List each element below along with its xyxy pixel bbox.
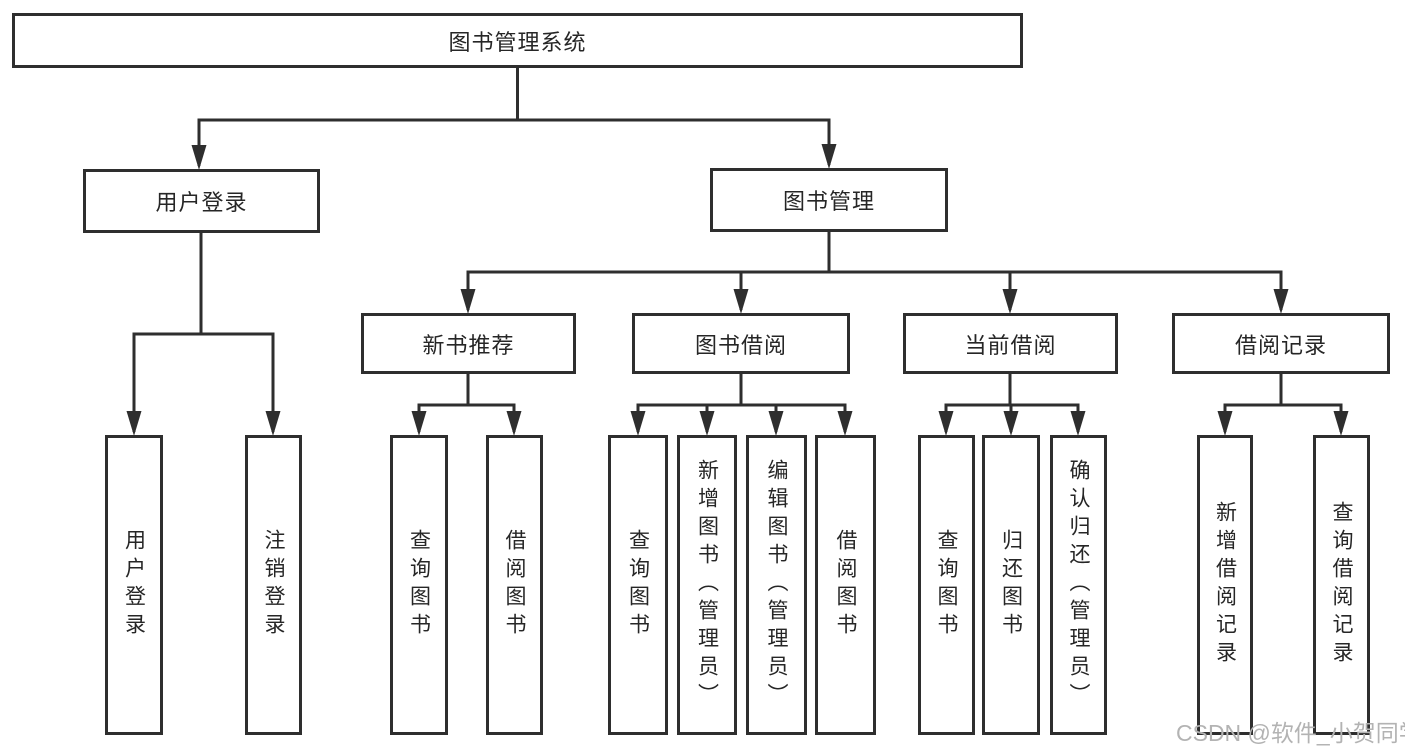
arrowhead — [938, 411, 954, 436]
arrowhead — [1333, 411, 1349, 436]
connector-root — [197, 66, 831, 166]
arrowhead — [1217, 411, 1233, 436]
arrowhead — [837, 411, 853, 436]
leaf-current-query-books: 查询图书 — [918, 435, 975, 735]
arrowhead — [768, 411, 784, 436]
arrowheads — [126, 144, 1349, 436]
connector-borrow-records-group — [1223, 372, 1343, 432]
arrowhead — [126, 411, 142, 436]
leaf-confirm-return-admin: 确认归还（管理员） — [1050, 435, 1107, 735]
leaf-edit-books-admin: 编辑图书（管理员） — [746, 435, 807, 735]
connector-book-borrow-group — [636, 372, 847, 432]
arrowhead — [460, 289, 476, 314]
arrowhead — [1002, 289, 1018, 314]
arrowhead — [733, 289, 749, 314]
leaf-logout: 注销登录 — [245, 435, 302, 735]
arrowhead — [699, 411, 715, 436]
arrowhead — [265, 411, 281, 436]
connector-book-management-level — [466, 230, 1283, 310]
arrowhead — [1273, 289, 1289, 314]
arrowhead — [1070, 411, 1086, 436]
connector-new-book-group — [417, 372, 516, 432]
leaf-recommend-query-books: 查询图书 — [390, 435, 448, 735]
node-borrow-records: 借阅记录 — [1172, 313, 1390, 374]
arrowhead — [506, 411, 522, 436]
node-current-borrow: 当前借阅 — [903, 313, 1118, 374]
csdn-watermark: CSDN @软件_小贺同学 — [1176, 720, 1405, 746]
leaf-query-borrow-record: 查询借阅记录 — [1313, 435, 1370, 735]
arrowhead — [411, 411, 427, 436]
arrowhead — [1003, 411, 1019, 436]
arrowhead — [630, 411, 646, 436]
node-book-borrow: 图书借阅 — [632, 313, 850, 374]
leaf-recommend-borrow-books: 借阅图书 — [486, 435, 543, 735]
leaf-user-login: 用户登录 — [105, 435, 163, 735]
leaf-return-books: 归还图书 — [982, 435, 1040, 735]
connector-user-login-group — [132, 231, 275, 432]
node-book-management: 图书管理 — [710, 168, 948, 232]
arrowhead — [821, 144, 837, 169]
leaf-add-books-admin: 新增图书（管理员） — [677, 435, 737, 735]
node-root: 图书管理系统 — [12, 13, 1023, 68]
arrowhead — [191, 145, 207, 170]
node-user-login: 用户登录 — [83, 169, 320, 233]
leaf-borrow-books: 借阅图书 — [815, 435, 876, 735]
leaf-add-borrow-record: 新增借阅记录 — [1197, 435, 1253, 735]
leaf-borrow-query-books: 查询图书 — [608, 435, 668, 735]
node-new-book-recommend: 新书推荐 — [361, 313, 576, 374]
